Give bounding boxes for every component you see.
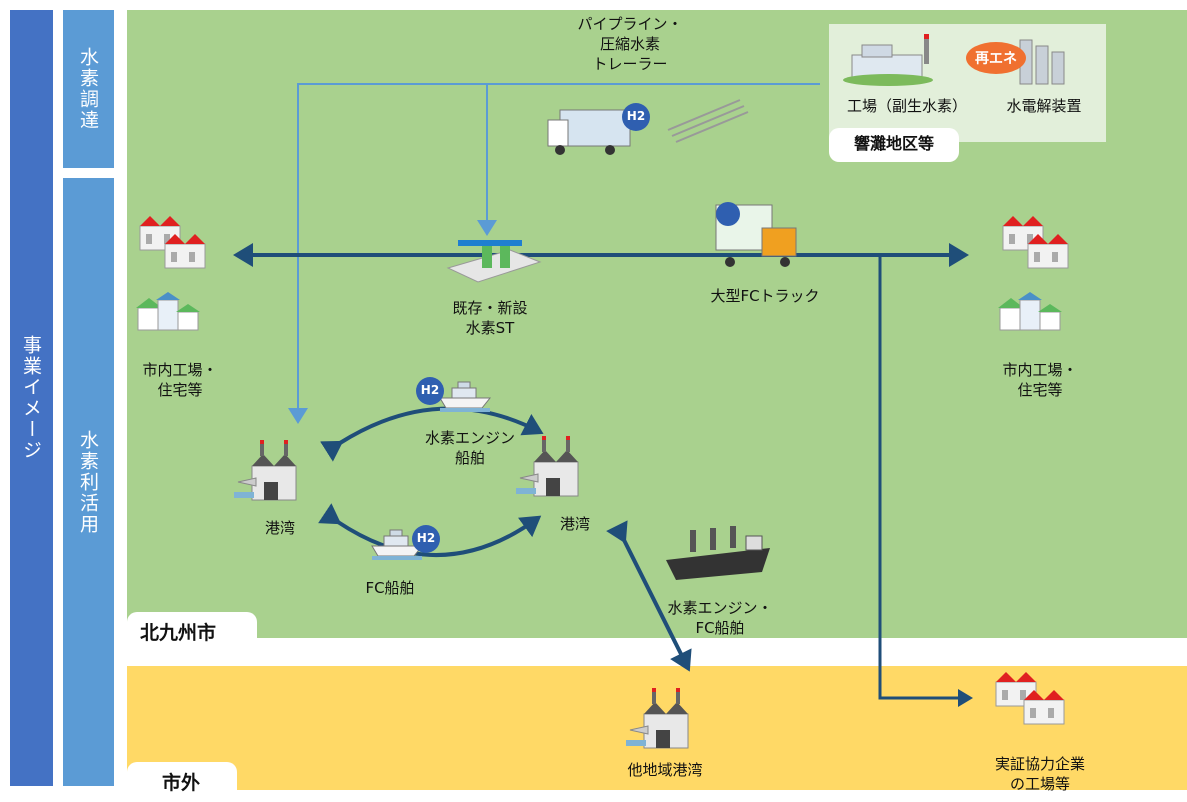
cargo-ship-graphic (666, 526, 770, 580)
h2-text-fc-ship: H2 (416, 531, 436, 545)
fc-truck-badge (716, 202, 740, 226)
fc-ship-label: FC船舶 (365, 579, 415, 597)
area-label: 響灘地区等 (853, 134, 934, 153)
partner-factory-label: 実証協力企業 の工場等 (994, 755, 1085, 793)
renewable-badge (966, 42, 1026, 74)
fc-truck-label: 大型FCトラック (710, 287, 820, 305)
supply-factory-label: 工場（副生水素） (846, 97, 967, 115)
supply-lines (288, 83, 820, 424)
h2-badge-trailer (622, 103, 650, 131)
station-label: 既存・新設 水素ST (452, 299, 528, 337)
h2-badge-engine-ship (416, 377, 444, 405)
port-right-label: 港湾 (559, 515, 590, 533)
cargo-ship-label: 水素エンジン・ FC船舶 (667, 599, 773, 637)
area-label-bg (829, 128, 959, 162)
kitakyushu-label: 北九州市 (140, 622, 217, 644)
h2-text-engine-ship: H2 (420, 383, 440, 397)
pipeline-graphic (667, 99, 749, 143)
sidebar-utilization: 水素利活用 (63, 178, 114, 786)
sidebar-outer: 事業イメージ (10, 10, 53, 786)
outside-label: 市外 (162, 772, 201, 794)
business-image-label: 事業イメージ (20, 335, 42, 461)
h2-engine-ship-label: 水素エンジン 船舶 (424, 429, 515, 467)
kitakyushu-label-bg (127, 612, 257, 652)
renewable-badge-text: 再エネ (975, 51, 1017, 67)
utilization-label: 水素利活用 (77, 429, 99, 535)
pipeline-label: パイプライン・ 圧縮水素 トレーラー (577, 15, 683, 73)
city-right-label: 市内工場・ 住宅等 (1002, 361, 1078, 399)
electrolyzer-graphic (1019, 39, 1065, 85)
other-port-label: 他地域港湾 (627, 761, 703, 779)
procurement-label: 水素調達 (77, 47, 99, 131)
electrolyzer-label: 水電解装置 (1006, 97, 1082, 115)
tank-trailer-graphic (547, 109, 631, 155)
hydrogen-station-graphic (446, 240, 542, 283)
partner-route (878, 255, 973, 707)
supply-factory-graphic (843, 34, 933, 86)
city-left-label: 市内工場・ 住宅等 (142, 361, 218, 399)
h2-badge-fc-ship (412, 525, 440, 553)
outside-label-bg (127, 762, 237, 802)
port-left-label: 港湾 (264, 519, 295, 537)
h2-text-trailer: H2 (626, 109, 646, 123)
sidebar-procurement: 水素調達 (63, 10, 114, 168)
